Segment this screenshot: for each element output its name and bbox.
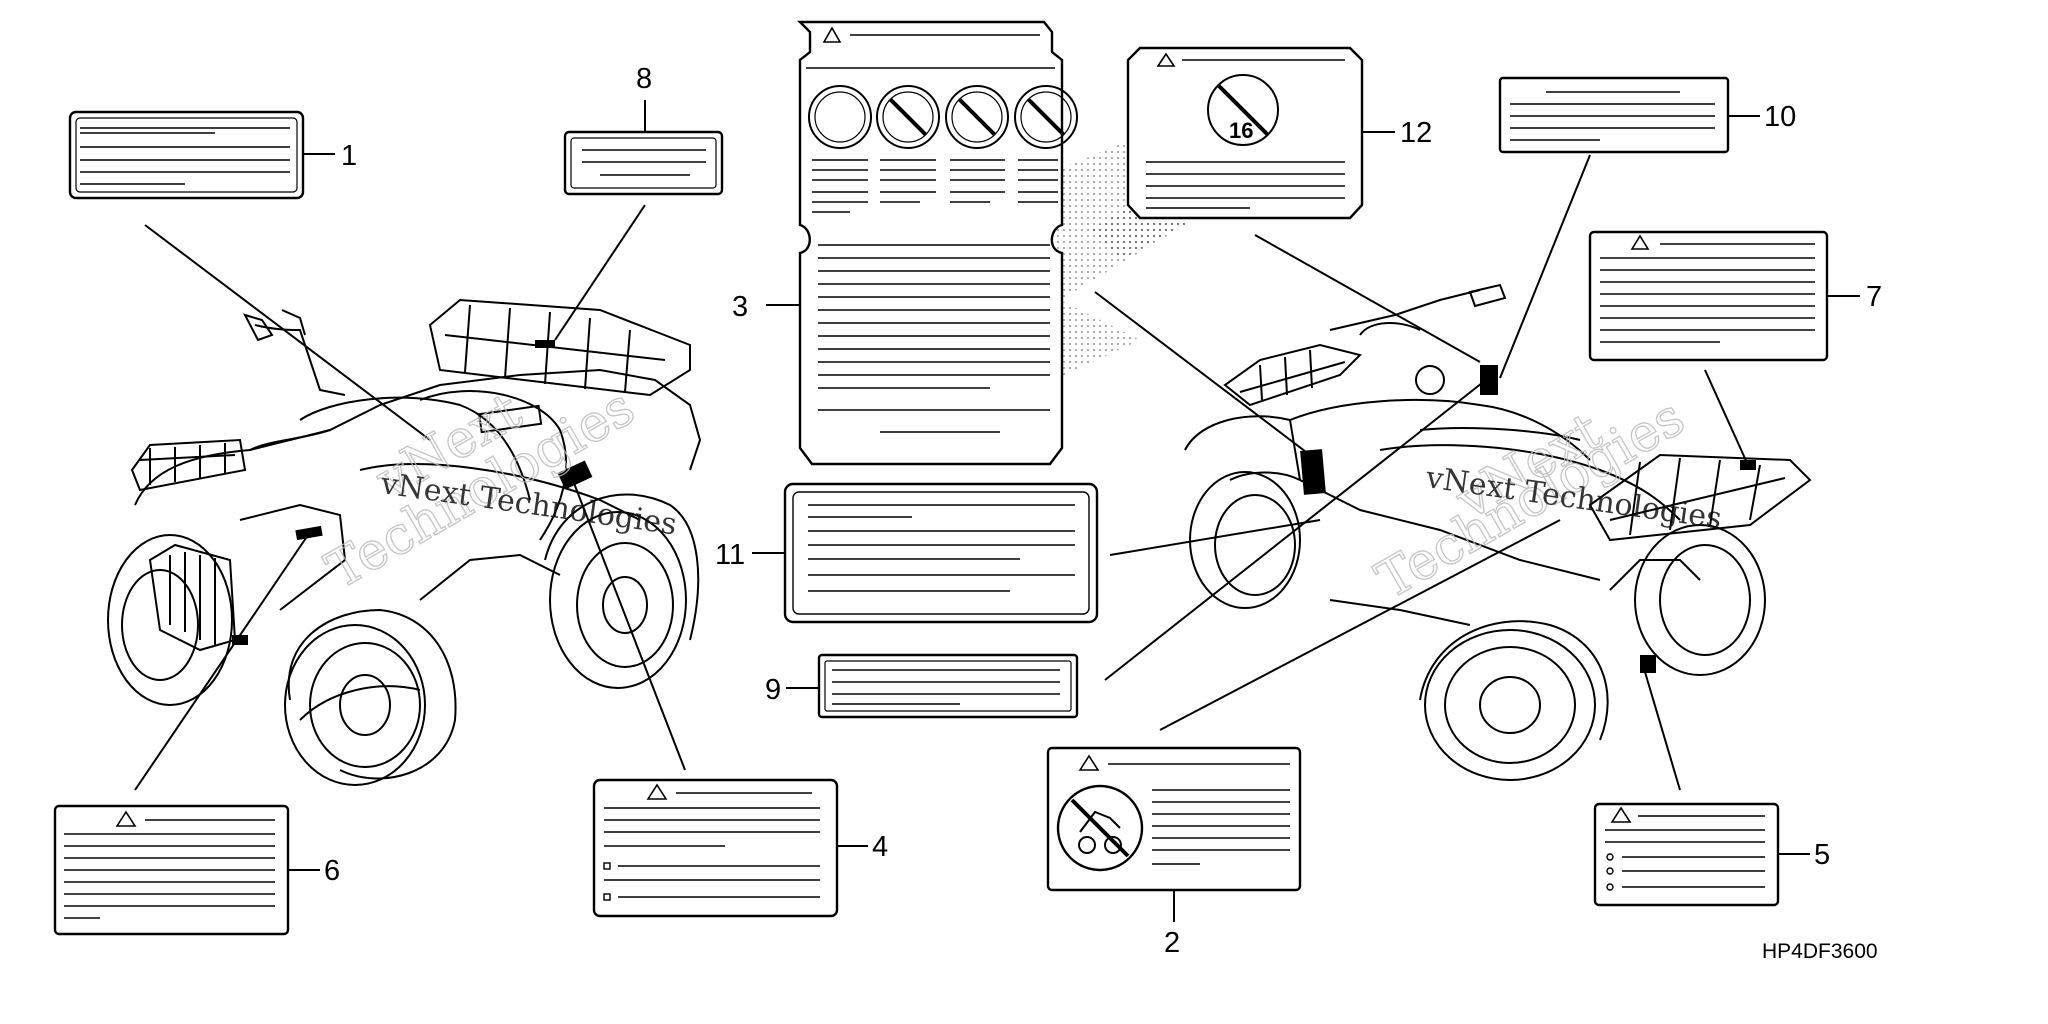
label-7-callout: 7 [1588, 230, 1882, 362]
label-11-callout: 11 [715, 482, 1099, 624]
label-5-callout: 5 [1593, 802, 1830, 907]
callout-number-10: 10 [1764, 101, 1796, 133]
label-9-callout: 9 [765, 653, 1079, 719]
callout-number-4: 4 [872, 831, 888, 863]
callout-number-6: 6 [324, 855, 340, 887]
label-3-callout: 3 [732, 20, 1078, 466]
callout-number-12: 12 [1400, 117, 1432, 149]
leader-lines [134, 154, 1749, 791]
callout-number-11: 11 [715, 539, 745, 571]
callout-number-3: 3 [732, 291, 748, 323]
diagram-code: HP4DF3600 [1762, 940, 1878, 963]
label-8-callout: 8 [563, 63, 724, 196]
callout-number-2: 2 [1164, 927, 1180, 959]
label-1-callout: 1 [68, 110, 357, 200]
watermark-right: vNext Technologies vNext Technologies [1366, 387, 1724, 612]
callout-number-9: 9 [765, 674, 781, 706]
label-10-callout: 10 [1498, 76, 1796, 154]
callout-number-7: 7 [1866, 281, 1882, 313]
label-12-callout: 16 12 [1126, 46, 1432, 220]
age-restriction-number: 16 [1229, 118, 1253, 143]
callout-number-5: 5 [1814, 839, 1830, 871]
label-2-callout: 2 [1046, 746, 1302, 959]
atv-rear-view-illustration [1184, 283, 1812, 781]
label-6-callout: 6 [53, 804, 340, 936]
label-4-callout: 4 [592, 778, 888, 918]
callout-number-8: 8 [636, 63, 652, 95]
atv-front-view-illustration [107, 298, 702, 786]
callout-number-1: 1 [341, 140, 357, 172]
watermark-left: vNext Technologies vNext Technologies [316, 377, 679, 602]
